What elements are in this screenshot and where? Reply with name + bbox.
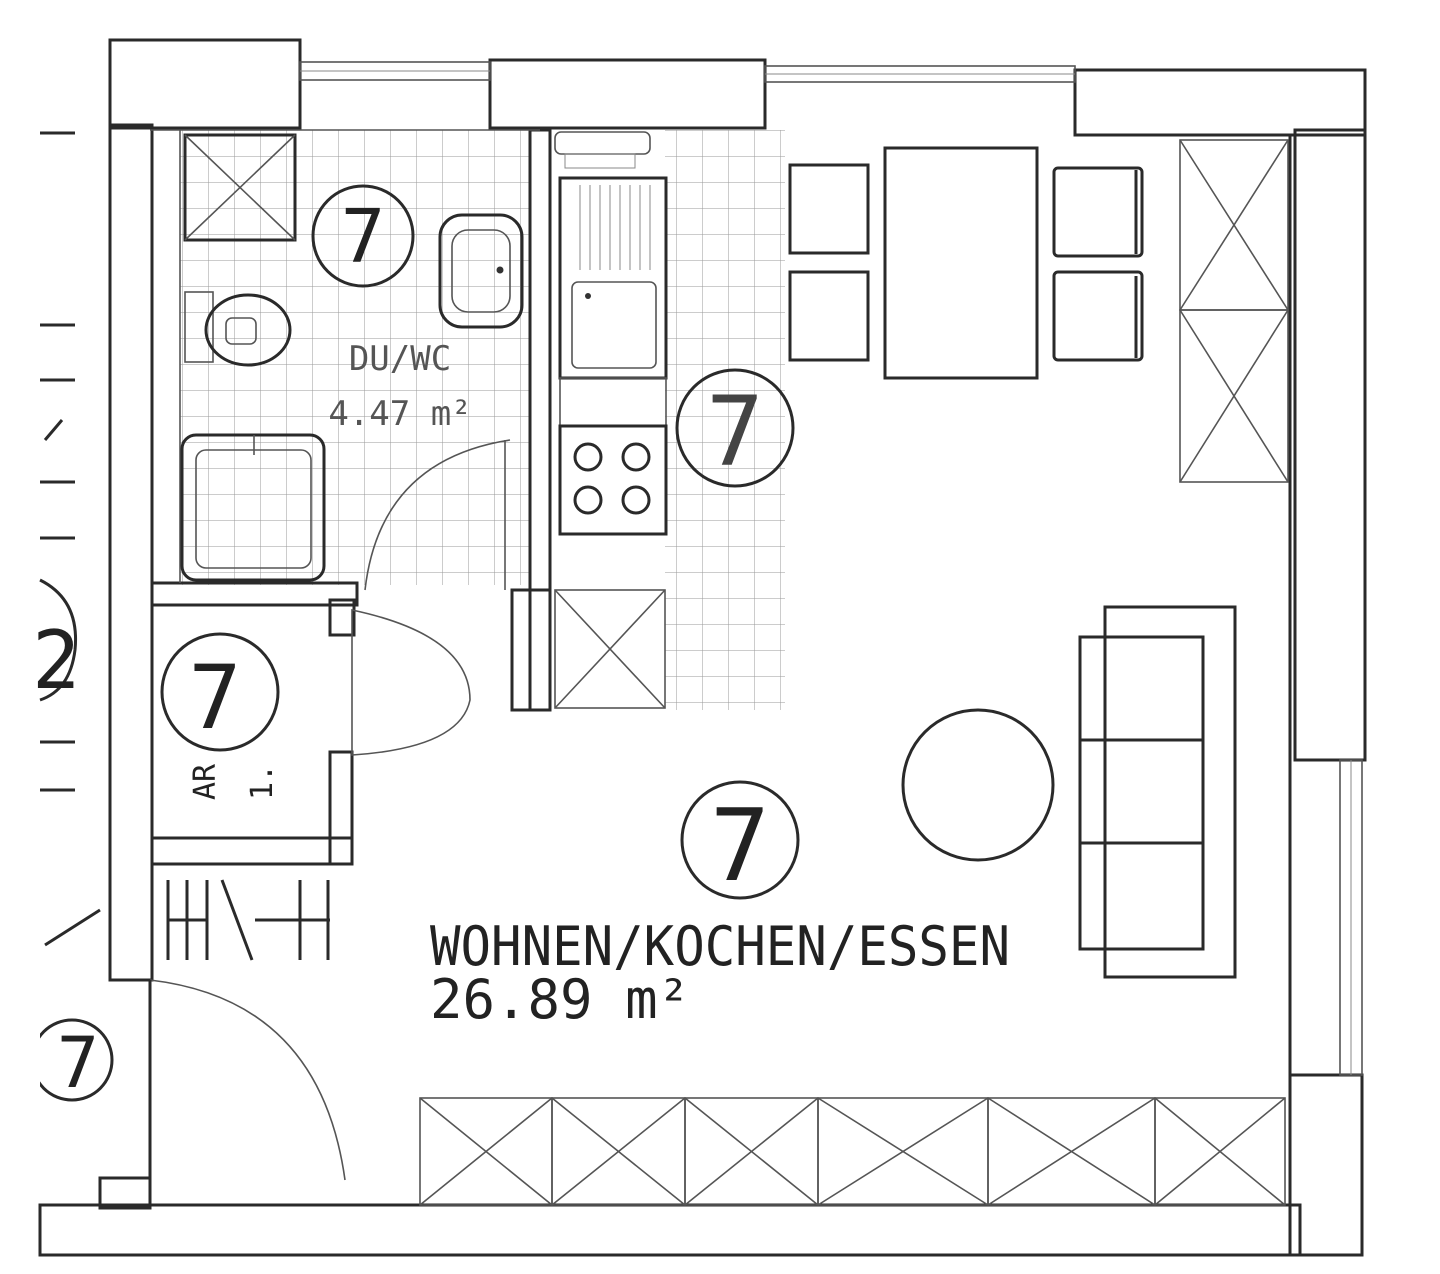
closet-room-area: 1. — [245, 764, 280, 800]
closet-marker-number: 7 — [189, 646, 242, 749]
bath-sink — [438, 213, 524, 329]
cabinet-cross — [1154, 1097, 1286, 1206]
chair — [1052, 270, 1144, 362]
bottom-cabinet — [1154, 1097, 1286, 1206]
closet-room-marker — [160, 632, 280, 752]
toilet-bowl — [204, 293, 292, 367]
bathroom-fixtures — [180, 133, 524, 591]
closet-fixtures — [351, 609, 471, 756]
bath-room-name: DU/WC — [349, 339, 451, 379]
coffee-table — [901, 708, 1055, 862]
cabinet-cross — [419, 1097, 553, 1206]
left-edge-partial-label: 2 — [32, 614, 80, 707]
cabinet-cross — [987, 1097, 1156, 1206]
left-edge-fragments — [39, 131, 101, 947]
range-hood — [554, 131, 651, 155]
bath-room-area: 4.47 m² — [328, 394, 471, 434]
bath-tiles — [180, 130, 530, 585]
dining-furniture — [788, 146, 1144, 380]
bath-room-marker — [311, 184, 415, 288]
bath-marker-number: 7 — [341, 194, 386, 280]
toilet-tank — [184, 291, 214, 363]
main-room-area: 26.89 m² — [430, 968, 690, 1031]
main-room-marker — [680, 780, 800, 900]
bottom-cabinets — [419, 1097, 1286, 1206]
kitchen-tiles — [665, 130, 785, 710]
chair — [1052, 166, 1144, 258]
cabinet-cross — [684, 1097, 819, 1206]
kitchen-cabinet — [554, 589, 666, 709]
entry-door-swing — [149, 979, 346, 1181]
closet-room-name: AR — [188, 763, 223, 800]
coat-rack — [166, 879, 330, 961]
adjacent-marker-number: 7 — [57, 1022, 99, 1104]
stove — [558, 424, 668, 536]
closet-door-swing — [351, 609, 471, 756]
bath-cabinet — [183, 133, 297, 242]
kitchen-fixtures — [554, 131, 668, 709]
sofa-cushions — [1078, 635, 1205, 951]
kitchen-marker-number: 7 — [706, 376, 764, 488]
bath-door-swing — [364, 439, 511, 591]
cabinet-cross — [817, 1097, 989, 1206]
kitchen-room-marker — [675, 368, 795, 488]
chair — [788, 270, 870, 362]
wardrobe-right — [1179, 139, 1289, 483]
main-room-name: WOHNEN/KOCHEN/ESSEN — [430, 915, 1010, 978]
living-furniture — [901, 605, 1237, 979]
shower-tray — [180, 433, 326, 582]
chair — [788, 163, 870, 255]
main-marker-number: 7 — [710, 787, 770, 904]
sofa-frame — [1103, 605, 1237, 979]
cabinet-cross — [551, 1097, 686, 1206]
dining-table — [883, 146, 1039, 380]
